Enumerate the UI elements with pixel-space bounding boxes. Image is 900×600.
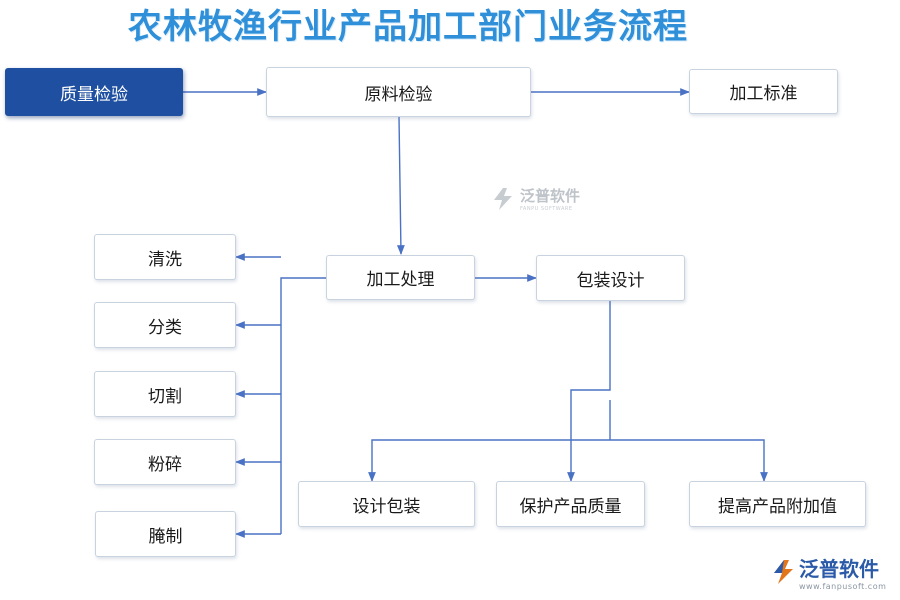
node-pickling: 腌制	[95, 511, 236, 557]
node-processing: 加工处理	[326, 255, 475, 300]
node-sorting: 分类	[94, 302, 236, 348]
node-cleaning: 清洗	[94, 234, 236, 280]
watermark-center: 泛普软件 FANPU SOFTWARE	[490, 185, 580, 212]
fanpu-logo-icon	[774, 560, 793, 584]
node-add-value: 提高产品附加值	[689, 481, 866, 527]
fanpu-logo-icon	[494, 187, 512, 210]
edge-raw-to-processing	[396, 116, 405, 255]
node-raw-material-inspection: 原料检验	[266, 67, 531, 117]
node-processing-standard: 加工标准	[689, 69, 838, 114]
edge-processing-to-steps-trunk	[280, 277, 326, 534]
node-packaging-design: 包装设计	[536, 255, 685, 301]
node-protect-quality: 保护产品质量	[496, 481, 645, 527]
node-crushing: 粉碎	[94, 439, 236, 485]
page-title: 农林牧渔行业产品加工部门业务流程	[128, 7, 688, 47]
node-design-packaging: 设计包装	[298, 481, 475, 527]
edge-packaging-down	[567, 301, 611, 482]
node-cutting: 切割	[94, 371, 236, 417]
edge-to-add-value	[610, 439, 768, 482]
edge-to-design-packaging	[368, 439, 610, 482]
watermark-corner: 泛普软件 www.fanpusoft.com	[770, 553, 886, 591]
node-quality-inspection: 质量检验	[5, 68, 183, 116]
